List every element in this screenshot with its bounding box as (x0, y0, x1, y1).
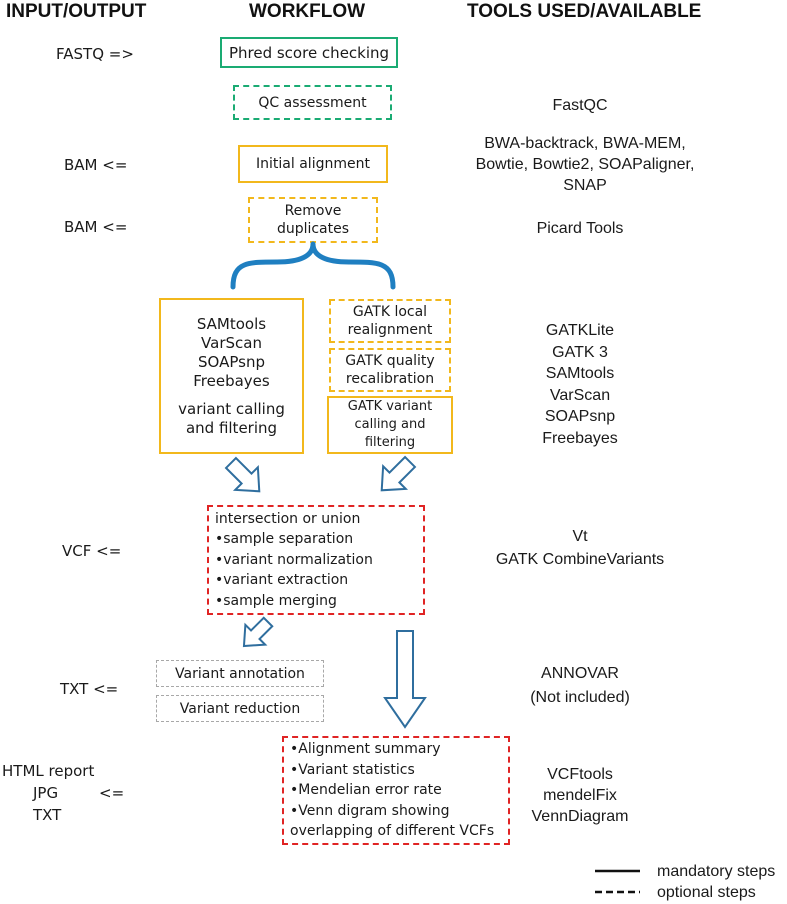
gatk-realignment-box: GATK local realignment (329, 299, 451, 343)
report-item-alignment: •Alignment summary (290, 741, 441, 758)
vcf-op-sample-merging: •sample merging (215, 592, 337, 609)
tools-callers: GATKLite GATK 3 SAMtools VarScan SOAPsnp… (480, 320, 680, 449)
tool-freebayes: Freebayes (193, 371, 270, 390)
gatk-recalibration-box: GATK quality recalibration (329, 348, 451, 392)
gatk-variant-line1: GATK variant (347, 399, 433, 414)
caller-varscan: VarScan (549, 386, 611, 404)
io-fastq: FASTQ => (56, 45, 134, 63)
arrow-left-to-vcf (224, 456, 261, 493)
phred-score-box: Phred score checking (220, 37, 398, 68)
tool-fastqc: FastQC (552, 97, 608, 114)
tools-report: VCFtools mendelFix VennDiagram (480, 764, 680, 827)
report-item-mendelian: •Mendelian error rate (290, 782, 442, 799)
vcf-op-normalization: •variant normalization (215, 551, 373, 568)
variant-annotation-box: Variant annotation (156, 660, 324, 687)
tool-mendelfix: mendelFix (543, 787, 617, 804)
phred-score-label: Phred score checking (228, 43, 390, 62)
gatk-realignment-line1: GATK local (352, 304, 428, 320)
legend-optional-label: optional steps (657, 884, 756, 901)
legend-mandatory-label: mandatory steps (657, 863, 776, 880)
io-html-report: HTML report (2, 762, 95, 780)
remove-duplicates-line2: duplicates (276, 221, 350, 237)
vcf-op-intersection: intersection or union (215, 510, 361, 527)
caller-freebayes: Freebayes (542, 429, 618, 447)
qc-assessment-box: QC assessment (233, 85, 392, 120)
caller-gatklite: GATKLite (545, 322, 615, 339)
io-txt: TXT <= (60, 680, 119, 698)
report-item-overlap: overlapping of different VCFs (290, 823, 495, 840)
io-txt-report: TXT (33, 806, 62, 824)
caller-samtools: SAMtools (545, 365, 615, 382)
gatk-realignment-line2: realignment (347, 322, 433, 338)
tool-annovar-note: (Not included) (530, 689, 630, 706)
io-vcf: VCF <= (62, 542, 122, 560)
aligners-line3: SNAP (563, 177, 607, 194)
tool-picard: Picard Tools (536, 220, 624, 237)
tool-samtools: SAMtools (196, 314, 267, 333)
io-jpg: JPG (33, 784, 59, 802)
tool-annovar: ANNOVAR (541, 665, 619, 682)
header-workflow: WORKFLOW (249, 1, 366, 22)
gatk-recalibration-line2: recalibration (345, 371, 435, 387)
report-summary-box: •Alignment summary •Variant statistics •… (282, 736, 510, 845)
aligners-line2: Bowtie, Bowtie2, SOAPaligner, (475, 156, 695, 173)
gatk-variant-calling-box: GATK variant calling and filtering (327, 396, 453, 454)
variant-reduction-label: Variant reduction (179, 700, 301, 717)
vcf-op-extraction: •variant extraction (215, 572, 349, 589)
initial-alignment-label: Initial alignment (256, 156, 370, 172)
tool-combinevariants: GATK CombineVariants (495, 551, 665, 568)
initial-alignment-box: Initial alignment (238, 145, 388, 183)
tool-soapsnp: SOAPsnp (198, 352, 265, 371)
gatk-recalibration-line1: GATK quality (345, 353, 435, 369)
arrow-vcf-to-annotation (242, 616, 274, 648)
tools-annovar: ANNOVAR (Not included) (480, 662, 680, 710)
arrow-vcf-to-report (383, 630, 427, 729)
tools-aligners: BWA-backtrack, BWA-MEM, Bowtie, Bowtie2,… (460, 133, 710, 196)
io-bam-dedup: BAM <= (64, 218, 128, 236)
split-brace (230, 241, 396, 290)
gatk-variant-line2: calling and filtering (354, 417, 426, 450)
variant-annotation-label: Variant annotation (175, 665, 305, 682)
variant-reduction-box: Variant reduction (156, 695, 324, 722)
header-tools: TOOLS USED/AVAILABLE (467, 1, 702, 22)
vcf-op-sample-separation: •sample separation (215, 531, 354, 548)
caller-soapsnp: SOAPsnp (544, 408, 616, 425)
vcf-operations-box: intersection or union •sample separation… (207, 505, 425, 615)
variant-calling-caption-line2: and filtering (185, 418, 278, 437)
variant-calling-tools-box: SAMtools VarScan SOAPsnp Freebayes varia… (159, 298, 304, 454)
io-report-arrow: <= (99, 784, 125, 802)
remove-duplicates-line1: Remove (284, 203, 342, 219)
tool-venndiagram: VennDiagram (531, 808, 629, 825)
variant-calling-caption-line1: variant calling (178, 399, 285, 418)
tool-varscan: VarScan (201, 333, 262, 352)
io-bam-alignment: BAM <= (64, 156, 128, 174)
report-item-venn: •Venn digram showing (290, 802, 450, 819)
tools-vcf: Vt GATK CombineVariants (480, 525, 680, 571)
header-input-output: INPUT/OUTPUT (6, 1, 147, 22)
caller-gatk3: GATK 3 (552, 343, 608, 361)
tool-vt: Vt (572, 528, 588, 545)
qc-assessment-label: QC assessment (258, 94, 367, 111)
arrow-right-to-vcf (380, 455, 417, 492)
remove-duplicates-box: Remove duplicates (248, 197, 378, 243)
tool-vcftools: VCFtools (547, 766, 613, 783)
aligners-line1: BWA-backtrack, BWA-MEM, (484, 135, 686, 152)
report-item-statistics: •Variant statistics (290, 761, 415, 778)
